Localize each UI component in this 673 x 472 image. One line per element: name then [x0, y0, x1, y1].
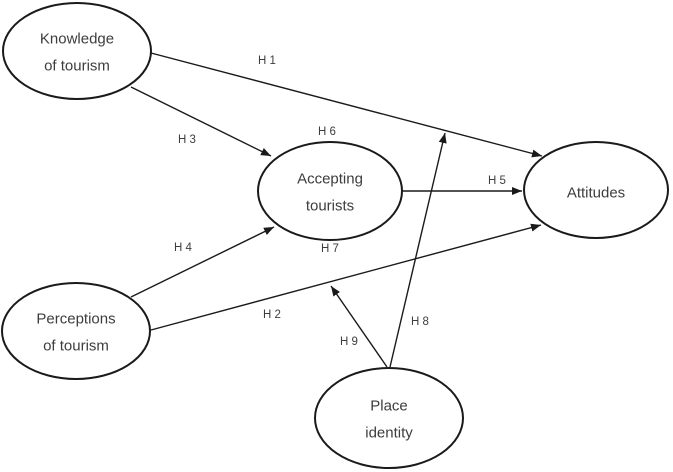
labels-layer: H 1 H 2 H 3 H 4 H 5 H 8 H 9 H 6 H 7: [174, 55, 506, 348]
edge-h8-label: H 8: [411, 316, 429, 328]
node-accepting: Accepting tourists: [257, 141, 403, 241]
node-accepting-shape: [257, 141, 403, 241]
node-accepting-label-line2: tourists: [306, 198, 354, 215]
edge-h4-label: H 4: [174, 242, 193, 254]
node-place-shape: [314, 367, 464, 469]
edge-h1-label: H 1: [258, 55, 276, 67]
edge-h9-arrow: [330, 285, 388, 368]
node-accepting-label-line1: Accepting: [297, 171, 363, 188]
node-attitudes-shape: [523, 141, 669, 239]
edge-h3-label: H 3: [178, 134, 196, 146]
edge-h3-arrow: [130, 86, 272, 157]
node-perceptions-label-line1: Perceptions: [36, 311, 115, 328]
edge-h1-arrow: [150, 52, 543, 158]
node-perceptions-label-line2: of tourism: [43, 338, 109, 355]
edge-h5-label: H 5: [488, 175, 506, 187]
edge-h2-label: H 2: [263, 309, 281, 321]
node-knowledge-shape: [2, 2, 152, 100]
edge-h2-arrow: [150, 223, 542, 331]
node-place: Place identity: [314, 367, 464, 469]
node-perceptions: Perceptions of tourism: [1, 282, 151, 380]
node-place-label-line1: Place: [370, 398, 408, 415]
node-attitudes-label-line1: Attitudes: [567, 185, 625, 202]
label-h6: H 6: [318, 126, 336, 138]
edges-layer: [130, 52, 543, 368]
label-h7: H 7: [321, 243, 339, 255]
edge-h8-arrow: [389, 132, 447, 368]
node-knowledge-label-line2: of tourism: [44, 58, 110, 75]
edge-h4-arrow: [130, 226, 275, 298]
node-place-label-line2: identity: [365, 425, 413, 442]
edge-h9-label: H 9: [340, 336, 358, 348]
node-perceptions-shape: [1, 282, 151, 380]
node-knowledge-label-line1: Knowledge: [40, 31, 114, 48]
node-knowledge: Knowledge of tourism: [2, 2, 152, 100]
node-attitudes: Attitudes: [523, 141, 669, 239]
